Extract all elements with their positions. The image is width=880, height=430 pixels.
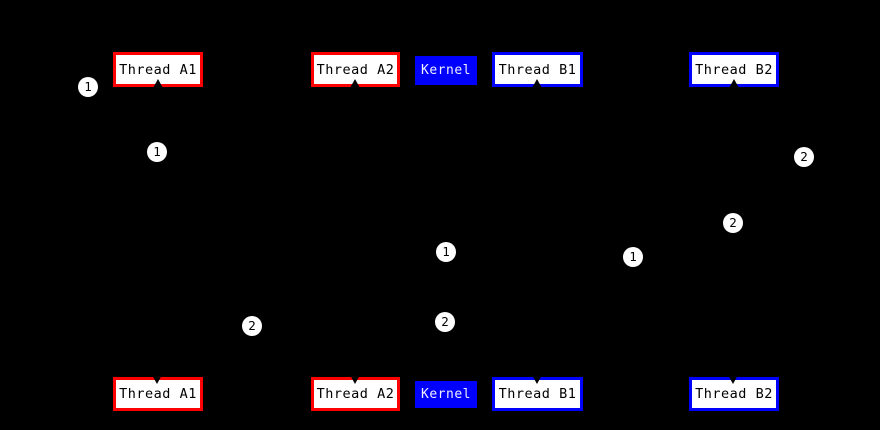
event-marker-1d: 1: [623, 247, 643, 267]
event-marker-1b: 1: [147, 142, 167, 162]
arrowhead-icon: [532, 79, 542, 88]
event-marker-1a: 1: [78, 77, 98, 97]
arrowhead-icon: [350, 79, 360, 88]
event-marker-1c: 1: [436, 242, 456, 262]
event-marker-2b: 2: [723, 213, 743, 233]
event-marker-2d: 2: [242, 316, 262, 336]
arrowhead-icon: [532, 375, 542, 384]
event-marker-2a: 2: [794, 147, 814, 167]
arrowhead-icon: [152, 375, 162, 384]
arrowhead-icon: [350, 375, 360, 384]
kernel-box-bottom: Kernel: [415, 381, 477, 408]
arrowhead-icon: [153, 79, 163, 88]
event-marker-2c: 2: [435, 312, 455, 332]
arrowhead-icon: [728, 375, 738, 384]
kernel-box-top: Kernel: [415, 56, 477, 85]
arrowhead-icon: [729, 79, 739, 88]
